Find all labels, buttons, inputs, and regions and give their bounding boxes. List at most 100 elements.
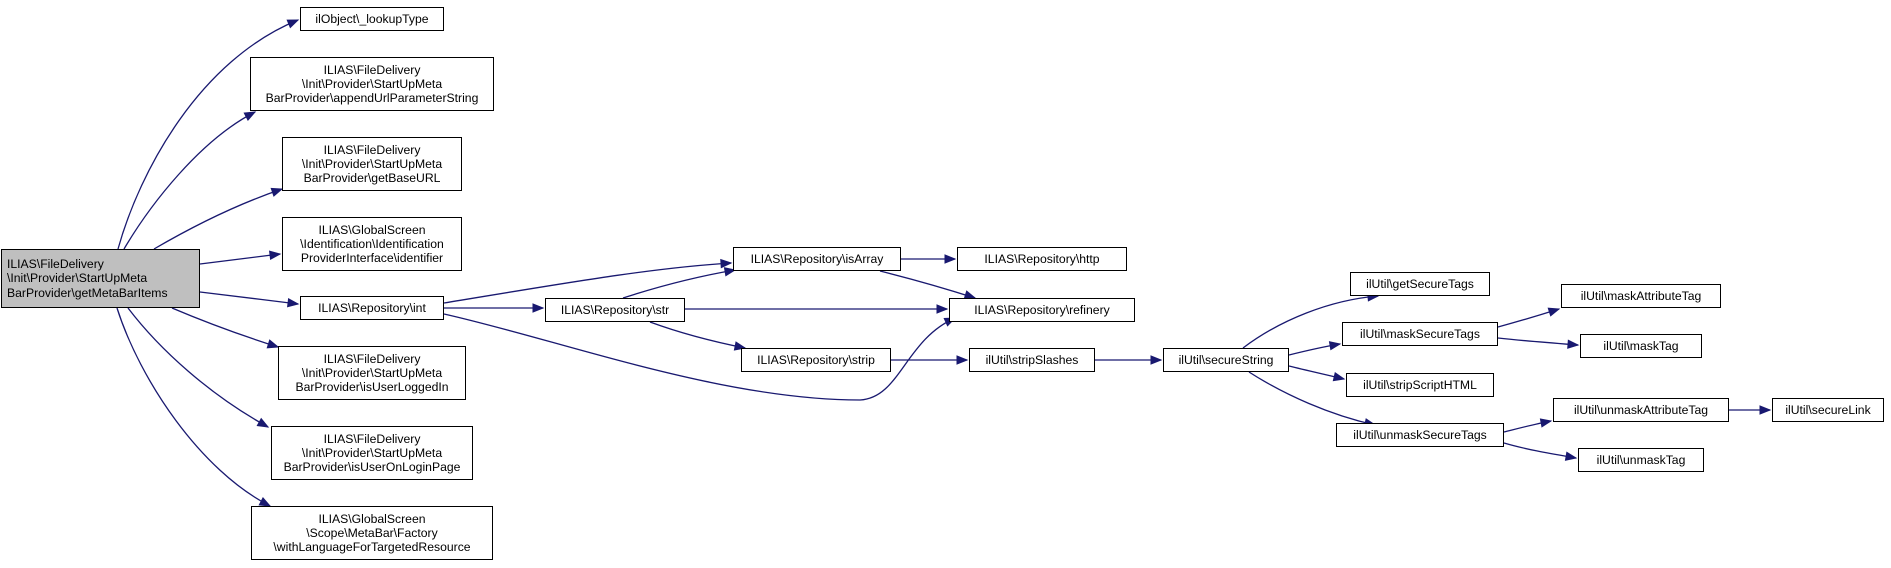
arrowhead: [1332, 371, 1346, 382]
node-label-line: \Init\Provider\StartUpMeta: [7, 271, 148, 286]
node-label-line: ilUtil\maskSecureTags: [1360, 326, 1480, 341]
edge-line: [1242, 295, 1379, 349]
edge-int-to-str: [444, 303, 545, 313]
node-label-line: ilUtil\getSecureTags: [1366, 276, 1474, 291]
edge-line: [117, 19, 299, 250]
node-maskSecureTags[interactable]: ilUtil\maskSecureTags: [1342, 322, 1498, 346]
arrowhead: [1150, 355, 1163, 365]
node-label-line: ilObject\_lookupType: [315, 11, 429, 26]
edge-unmaskSecureTags-to-unmaskTag: [1503, 442, 1578, 461]
node-label-line: ilUtil\maskTag: [1603, 338, 1679, 353]
edge-line: [199, 253, 281, 265]
node-secureString[interactable]: ilUtil\secureString: [1163, 348, 1289, 372]
edge-root-to-appendUrl: [123, 111, 257, 250]
edge-line: [116, 307, 271, 507]
edge-isArray-to-http: [901, 254, 957, 264]
node-unmaskTag[interactable]: ilUtil\unmaskTag: [1578, 448, 1704, 472]
arrowhead: [1539, 418, 1553, 428]
edge-maskSecureTags-to-maskAttributeTag: [1497, 307, 1561, 328]
edge-line: [879, 270, 976, 299]
node-isUserLoggedIn[interactable]: ILIAS\FileDelivery\Init\Provider\StartUp…: [278, 346, 466, 400]
edge-line: [127, 307, 269, 428]
node-label-line: ilUtil\unmaskTag: [1596, 452, 1686, 467]
node-label-line: \Init\Provider\StartUpMeta: [301, 156, 443, 171]
node-label-line: ILIAS\FileDelivery: [323, 142, 421, 157]
node-appendUrl[interactable]: ILIAS\FileDelivery\Init\Provider\StartUp…: [250, 57, 494, 111]
edge-strip-to-stripSlashes: [891, 355, 969, 365]
node-label-line: ILIAS\FileDelivery: [323, 351, 421, 366]
node-lookupType[interactable]: ilObject\_lookupType: [300, 7, 444, 31]
edge-line: [1503, 442, 1577, 459]
arrowhead: [723, 267, 737, 277]
arrowhead: [266, 339, 280, 349]
edge-maskSecureTags-to-maskTag: [1497, 337, 1580, 349]
node-label-line: ILIAS\Repository\strip: [757, 352, 875, 367]
arrowhead: [720, 258, 733, 269]
node-label-line: ilUtil\maskAttributeTag: [1580, 288, 1702, 303]
arrowhead: [944, 254, 957, 264]
arrowhead: [256, 417, 270, 428]
node-stripSlashes[interactable]: ilUtil\stripSlashes: [969, 348, 1095, 372]
node-label-line: BarProvider\isUserLoggedIn: [295, 380, 449, 395]
node-label-line: ILIAS\GlobalScreen: [318, 511, 426, 526]
edge-secureString-to-stripScriptHTML: [1288, 365, 1346, 382]
node-label-line: BarProvider\appendUrlParameterString: [265, 91, 479, 106]
node-label-line: \Identification\Identification: [300, 236, 444, 251]
node-int[interactable]: ILIAS\Repository\int: [300, 296, 444, 320]
node-identifier[interactable]: ILIAS\GlobalScreen\Identification\Identi…: [282, 217, 462, 271]
node-label-line: ILIAS\Repository\str: [560, 302, 670, 317]
edge-root-to-lookupType: [117, 19, 300, 250]
arrowhead: [1564, 451, 1578, 461]
edge-root-to-int: [199, 291, 300, 308]
node-root[interactable]: ILIAS\FileDelivery\Init\Provider\StartUp…: [1, 249, 200, 308]
node-label-line: ILIAS\GlobalScreen: [318, 222, 426, 237]
node-isUserOnLoginPage[interactable]: ILIAS\FileDelivery\Init\Provider\StartUp…: [271, 426, 473, 480]
node-maskTag[interactable]: ilUtil\maskTag: [1580, 334, 1702, 358]
node-label-line: ilUtil\stripScriptHTML: [1363, 377, 1477, 392]
edge-line: [443, 262, 732, 304]
node-label-line: \Init\Provider\StartUpMeta: [301, 445, 443, 460]
node-secureLink[interactable]: ilUtil\secureLink: [1772, 398, 1884, 422]
edge-line: [1497, 337, 1579, 346]
arrowhead: [287, 298, 300, 308]
arrowhead: [258, 496, 272, 507]
edge-unmaskAttributeTag-to-secureLink: [1729, 405, 1772, 415]
node-label-line: BarProvider\getMetaBarItems: [7, 285, 168, 300]
node-label-line: ilUtil\secureString: [1178, 352, 1274, 367]
node-unmaskAttributeTag[interactable]: ilUtil\unmaskAttributeTag: [1553, 398, 1729, 422]
node-label-line: ProviderInterface\identifier: [300, 251, 444, 266]
node-unmaskSecureTags[interactable]: ilUtil\unmaskSecureTags: [1336, 423, 1504, 447]
node-refinery[interactable]: ILIAS\Repository\refinery: [949, 298, 1135, 322]
node-label-line: \Init\Provider\StartUpMeta: [301, 365, 443, 380]
node-strip[interactable]: ILIAS\Repository\strip: [741, 348, 891, 372]
edge-line: [123, 111, 256, 250]
arrowhead: [1328, 341, 1342, 351]
arrowhead: [956, 355, 969, 365]
node-withLanguage[interactable]: ILIAS\GlobalScreen\Scope\MetaBar\Factory…: [251, 506, 493, 560]
edge-str-to-strip: [649, 321, 747, 351]
node-getSecureTags[interactable]: ilUtil\getSecureTags: [1350, 272, 1490, 296]
edge-root-to-isUserOnLoginPage: [127, 307, 270, 428]
node-http[interactable]: ILIAS\Repository\http: [957, 247, 1127, 271]
arrowhead: [532, 303, 545, 313]
edge-secureString-to-maskSecureTags: [1288, 341, 1342, 356]
node-label-line: ilUtil\secureLink: [1785, 402, 1871, 417]
arrowhead: [936, 304, 949, 314]
edge-root-to-isUserLoggedIn: [171, 307, 280, 349]
node-label-line: ILIAS\FileDelivery: [7, 257, 104, 272]
node-isArray[interactable]: ILIAS\Repository\isArray: [733, 247, 901, 271]
node-maskAttributeTag[interactable]: ilUtil\maskAttributeTag: [1561, 284, 1721, 308]
node-label-line: ILIAS\FileDelivery: [323, 62, 421, 77]
edge-root-to-getBaseURL: [153, 187, 284, 250]
node-label-line: ilUtil\unmaskSecureTags: [1353, 427, 1487, 442]
node-str[interactable]: ILIAS\Repository\str: [545, 298, 685, 322]
arrowhead: [270, 187, 284, 197]
node-label-line: \Scope\MetaBar\Factory: [306, 525, 438, 540]
arrowhead: [1567, 339, 1580, 349]
node-stripScriptHTML[interactable]: ilUtil\stripScriptHTML: [1346, 373, 1494, 397]
arrowhead: [1759, 405, 1772, 415]
node-getBaseURL[interactable]: ILIAS\FileDelivery\Init\Provider\StartUp…: [282, 137, 462, 191]
arrowhead: [243, 111, 257, 122]
